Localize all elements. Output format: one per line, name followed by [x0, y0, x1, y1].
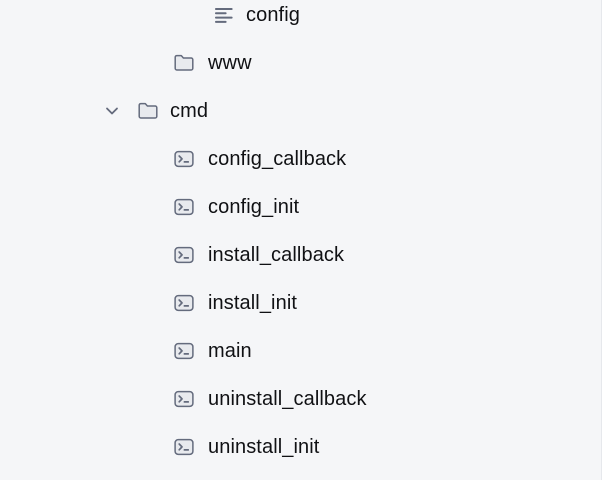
- folder-icon: [172, 51, 196, 75]
- tree-row[interactable]: uninstall_init: [0, 423, 601, 471]
- terminal-icon: [172, 435, 196, 459]
- terminal-icon: [172, 147, 196, 171]
- tree-row-label: config: [246, 4, 300, 26]
- tree-row[interactable]: config_init: [0, 183, 601, 231]
- tree-row[interactable]: www: [0, 39, 601, 87]
- terminal-icon: [172, 387, 196, 411]
- terminal-icon: [172, 243, 196, 267]
- tree-row[interactable]: cmd: [0, 87, 601, 135]
- tree-row-label: www: [208, 52, 252, 74]
- tree-row-label: main: [208, 340, 252, 362]
- tree-row-label: install_init: [208, 292, 298, 314]
- tree-row[interactable]: main: [0, 327, 601, 375]
- tree-row[interactable]: install_callback: [0, 231, 601, 279]
- tree-row-label: config_init: [208, 196, 300, 218]
- tree-row[interactable]: config_callback: [0, 135, 601, 183]
- tree-row-label: cmd: [170, 100, 209, 122]
- list-lines-icon: [212, 3, 236, 27]
- terminal-icon: [172, 339, 196, 363]
- chevron-down-icon[interactable]: [100, 99, 124, 123]
- tree-row-label: uninstall_callback: [208, 388, 367, 410]
- terminal-icon: [172, 291, 196, 315]
- tree-row[interactable]: config: [0, 0, 601, 39]
- tree-row-label: config_callback: [208, 148, 347, 170]
- terminal-icon: [172, 195, 196, 219]
- tree-row[interactable]: install_init: [0, 279, 601, 327]
- tree-row[interactable]: uninstall_callback: [0, 375, 601, 423]
- folder-icon: [136, 99, 160, 123]
- tree-row-label: uninstall_init: [208, 436, 320, 458]
- tree-row-label: install_callback: [208, 244, 345, 266]
